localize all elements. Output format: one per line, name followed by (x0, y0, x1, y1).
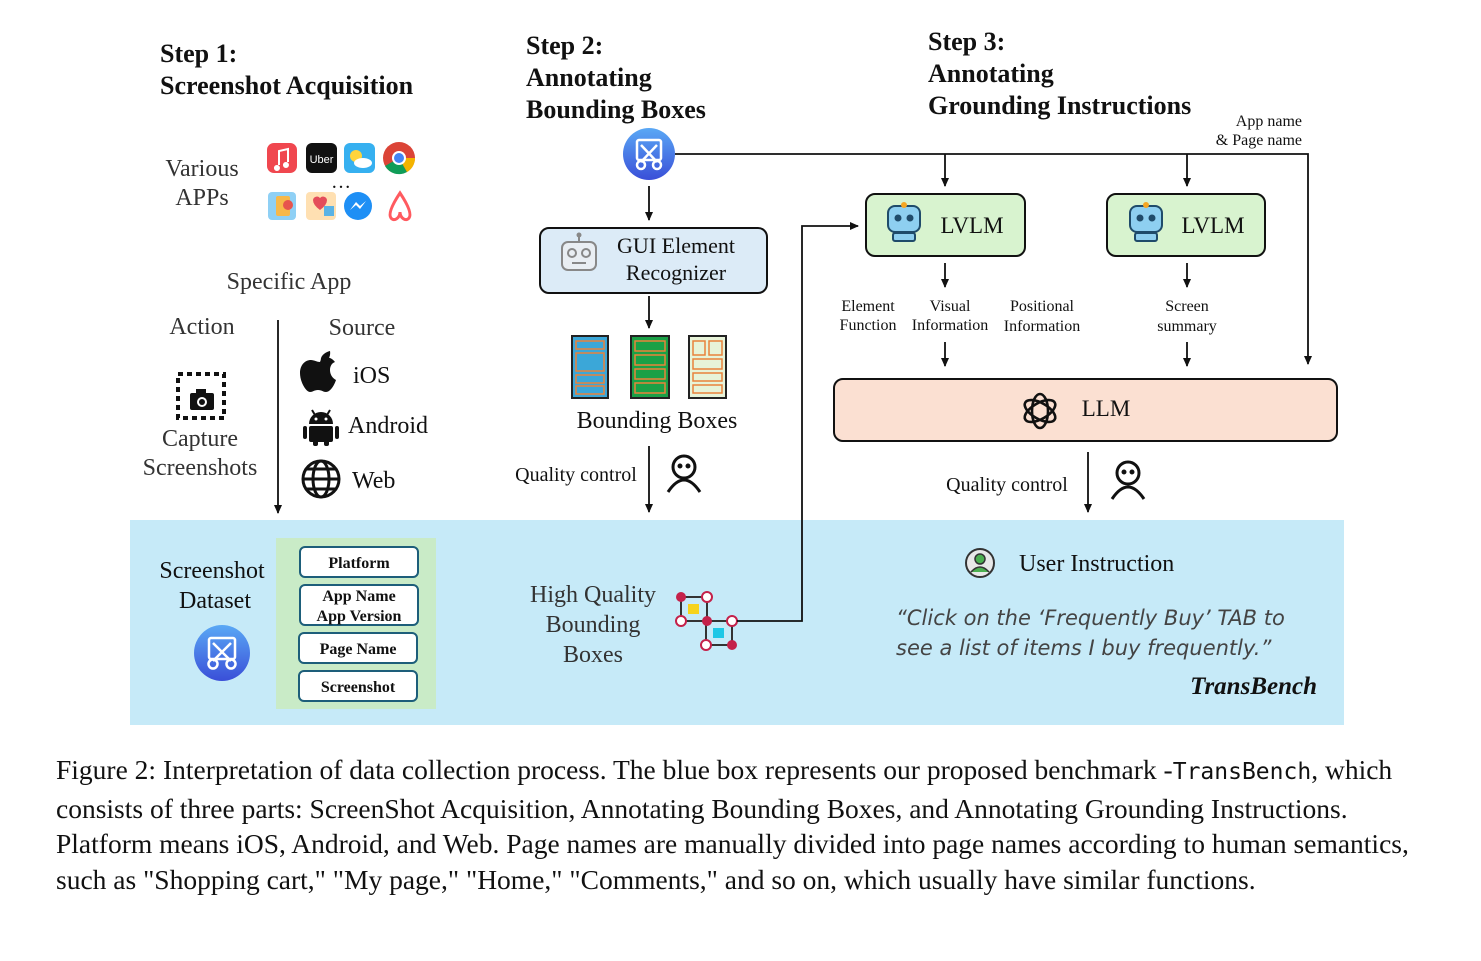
positional-info-line2: Information (1004, 318, 1080, 335)
field-app-name: App Name (322, 588, 395, 605)
person-icon-step3 (1110, 460, 1146, 500)
step3-title-line1: Annotating (928, 59, 1054, 88)
messenger-app-icon (344, 192, 372, 220)
music-app-icon (267, 143, 297, 173)
logo-top-connector (675, 153, 1312, 365)
bounding-box-thumbnail-green (630, 335, 670, 399)
instruction-line1: “Click on the ‘Frequently Buy’ TAB to (896, 606, 1285, 630)
field-platform: Platform (328, 555, 390, 572)
android-icon (303, 409, 339, 446)
screen-summary-line1: Screen (1165, 298, 1209, 315)
transbench-logo-icon (623, 128, 675, 180)
lvlm-right-label: LVLM (1181, 213, 1244, 238)
specific-app-label: Specific App (227, 269, 352, 295)
step1-title: Screenshot Acquisition (160, 71, 414, 100)
step3-quality-control-label: Quality control (946, 474, 1068, 496)
lvlm-robot-icon-left (887, 202, 921, 242)
dataset-title-line2: Dataset (179, 588, 251, 614)
source-ios: iOS (353, 363, 390, 389)
svg-text:Uber: Uber (310, 154, 334, 166)
field-app-version: App Version (317, 608, 402, 625)
openai-logo-icon (1023, 392, 1057, 430)
medical-app-icon (306, 192, 336, 220)
health-app-icon (268, 192, 296, 220)
element-function-line1: Element (841, 298, 895, 315)
high-quality-line2: Bounding (546, 612, 641, 638)
visual-info-line2: Information (912, 317, 988, 334)
dataset-logo-icon (194, 625, 250, 681)
step2-label: Step 2: (526, 31, 603, 60)
visual-info-line1: Visual (930, 298, 971, 315)
app-page-name-line2: & Page name (1216, 132, 1302, 149)
uber-app-icon: Uber (306, 143, 337, 173)
recognizer-label-line2: Recognizer (626, 260, 727, 285)
field-platform-box (299, 546, 419, 578)
source-web: Web (352, 468, 395, 494)
user-avatar-icon (965, 548, 995, 578)
high-quality-line1: High Quality (530, 582, 656, 608)
person-icon (666, 454, 702, 493)
chrome-app-icon (383, 142, 416, 175)
element-function-line2: Function (840, 317, 897, 334)
gui-element-recognizer-box (539, 227, 768, 294)
hq-boxes-to-lvlm-connector (737, 222, 859, 622)
lvlm-left-label: LVLM (940, 213, 1003, 238)
airbnb-app-icon (388, 190, 412, 222)
robot-icon (561, 232, 597, 271)
field-screenshot: Screenshot (321, 679, 396, 696)
source-android: Android (348, 413, 428, 439)
llm-box (833, 378, 1338, 442)
apps-ellipsis: … (331, 171, 351, 193)
step2-title-line2: Bounding Boxes (526, 95, 706, 124)
user-instruction-label: User Instruction (1019, 551, 1174, 577)
various-apps-line2: APPs (175, 185, 228, 211)
figure-caption: Figure 2: Interpretation of data collect… (56, 752, 1426, 897)
step1-label: Step 1: (160, 39, 237, 68)
bounding-box-thumbnail-blue (571, 335, 609, 399)
apple-icon (300, 351, 336, 392)
llm-label: LLM (1082, 396, 1131, 421)
bounding-boxes-label: Bounding Boxes (577, 408, 738, 434)
capture-screenshot-icon (176, 372, 226, 420)
caption-part1: Figure 2: Interpretation of data collect… (56, 754, 1173, 785)
various-apps-line1: Various (165, 156, 238, 182)
capture-line2: Screenshots (143, 455, 258, 481)
dataset-title-line1: Screenshot (159, 558, 265, 584)
capture-line1: Capture (162, 426, 238, 452)
field-app-box (299, 584, 419, 626)
source-label: Source (329, 315, 396, 341)
globe-icon (301, 459, 341, 499)
data-collection-diagram: Step 1: Screenshot Acquisition Step 2: A… (130, 27, 1344, 725)
bounding-box-thumbnail-light (688, 335, 727, 399)
field-page-name-box (298, 632, 418, 664)
step3-label: Step 3: (928, 27, 1005, 56)
recognizer-label-line1: GUI Element (617, 233, 735, 258)
transbench-label: TransBench (1190, 673, 1317, 700)
field-screenshot-box (298, 670, 418, 702)
app-page-name-line1: App name (1236, 113, 1302, 130)
instruction-line2: see a list of items I buy frequently.” (896, 636, 1272, 660)
caption-part2: , which consists of three parts: ScreenS… (56, 754, 1409, 895)
high-quality-line3: Boxes (563, 642, 623, 668)
positional-info-line1: Positional (1010, 298, 1075, 315)
lvlm-robot-icon-right (1129, 202, 1163, 242)
action-label: Action (169, 314, 234, 340)
caption-mono: TransBench (1172, 759, 1312, 785)
step2-quality-control-label: Quality control (515, 464, 637, 486)
field-page-name: Page Name (320, 641, 397, 658)
screen-summary-line2: summary (1157, 318, 1217, 335)
step2-title-line1: Annotating (526, 63, 652, 92)
weather-app-icon (344, 143, 375, 173)
step3-title-line2: Grounding Instructions (928, 91, 1191, 120)
